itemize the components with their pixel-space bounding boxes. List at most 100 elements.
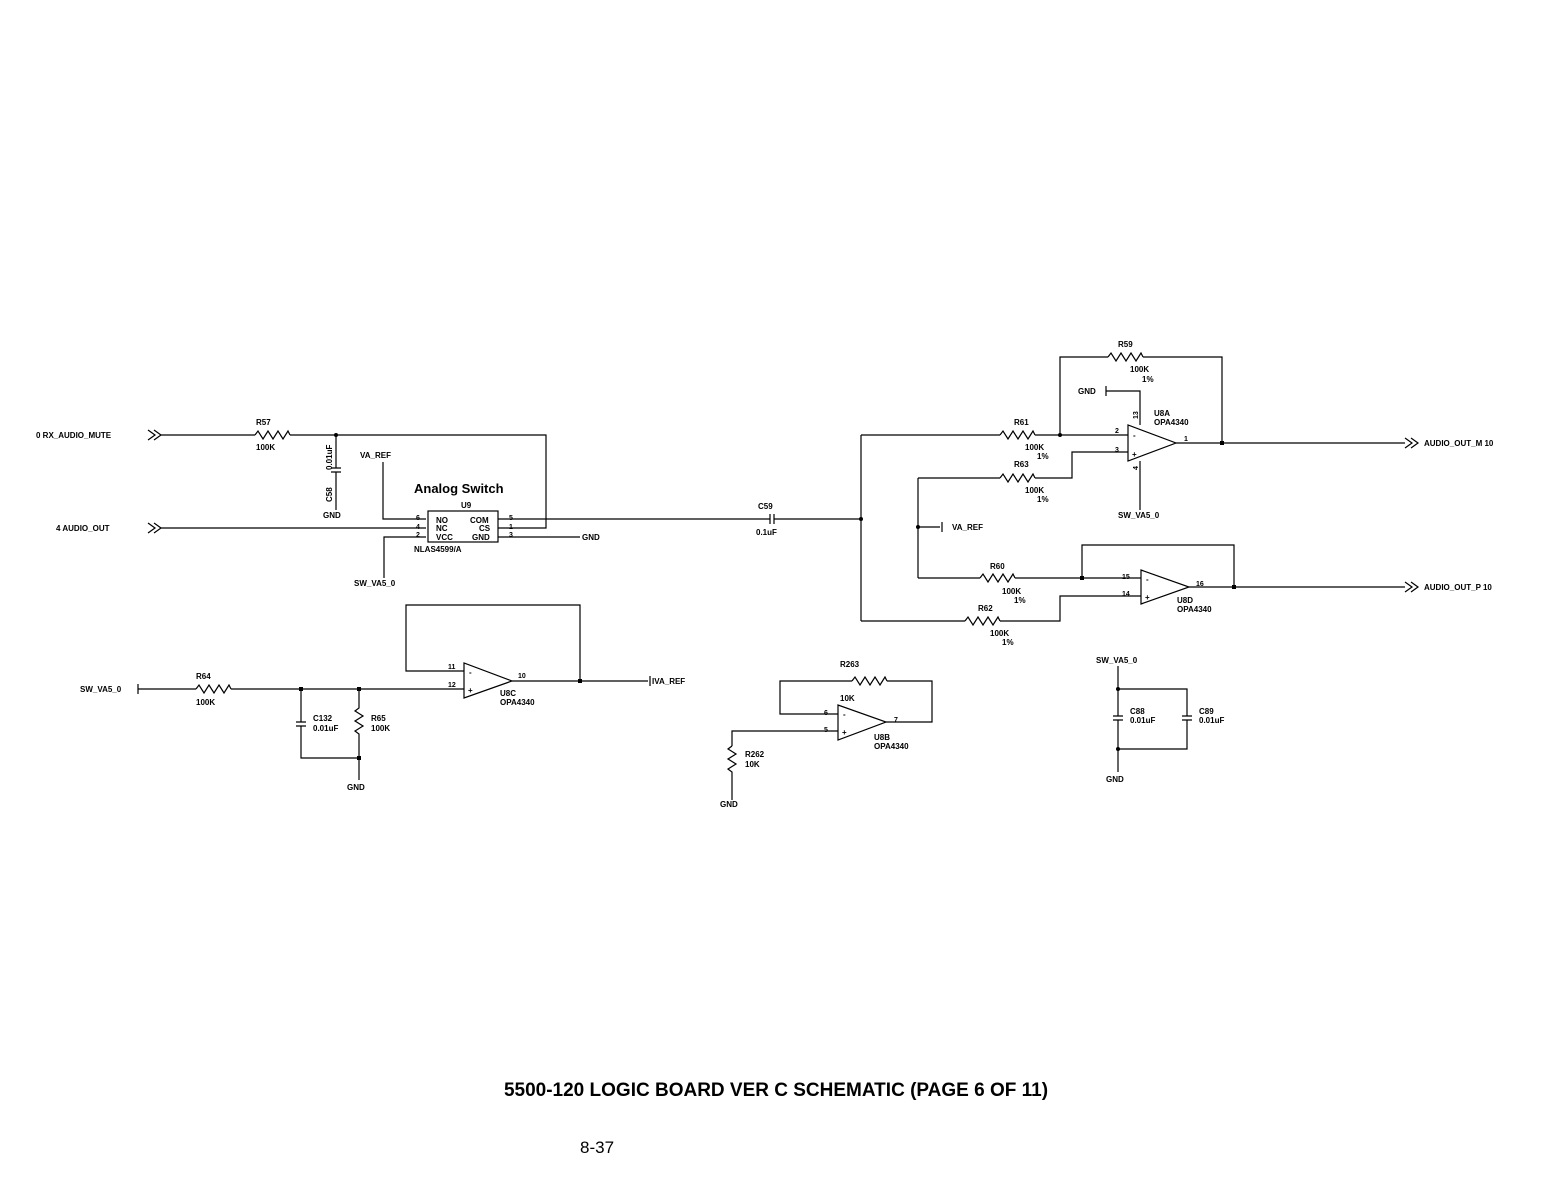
ref-label: R59 [1118,340,1133,349]
resistor-r59: R59 100K 1% [1107,340,1154,384]
value-label: 0.1uF [756,528,777,537]
net-label: SW_VA5_0 [1096,656,1138,665]
capacitor-symbol [296,689,359,759]
value-label: 100K [371,724,390,733]
resistor-symbol [726,745,738,800]
port-rx-audio-mute: 0 RX_AUDIO_MUTE [36,429,163,441]
pin-number: 11 [448,664,456,671]
pin-name: VCC [436,533,453,542]
port-arrow-icon [147,429,163,441]
analog-switch-u9: Analog Switch U9 NO NC VCC COM CS GND 6 … [414,481,600,554]
plus-sign: + [468,686,473,695]
ref-label: U8A [1154,409,1170,418]
pin-number: 3 [1115,447,1119,454]
ref-label: C58 [325,487,334,502]
value-label: 100K [1130,365,1149,374]
ref-label: R63 [1014,460,1029,469]
resistor-symbol [964,615,1001,627]
minus-sign: - [1133,431,1136,440]
wire [1000,595,1141,622]
pin-wires [498,518,580,538]
junction-dot [1220,441,1224,445]
page-title: 5500-120 LOGIC BOARD VER C SCHEMATIC (PA… [503,1080,1049,1101]
value-label: 0.01uF [325,445,334,470]
wire [137,684,196,694]
tolerance-label: 1% [1014,596,1026,605]
net-label: VA_REF [360,451,391,460]
opamp-u8c: - + 11 12 10 U8C OPA4340 [448,662,535,707]
capacitor-symbol [331,435,341,510]
component-heading: Analog Switch [414,481,504,496]
tolerance-label: 1% [1037,495,1049,504]
net-label: SW_VA5_0 [354,579,396,588]
gnd-label: GND [720,800,738,809]
value-label: 100K [1025,486,1044,495]
pin-number: 6 [416,515,420,522]
port-arrow-icon [1404,581,1420,593]
resistor-symbol [851,675,888,687]
wire [779,680,852,715]
capacitor-c88: C88 0.01uF [1130,707,1155,725]
plus-sign: + [1145,593,1150,602]
minus-sign: - [469,668,472,677]
resistor-r61: R61 100K 1% [999,418,1049,461]
ref-label: R57 [256,418,271,427]
plus-sign: + [842,728,847,737]
tolerance-label: 1% [1142,375,1154,384]
pin-number: 7 [894,717,898,724]
resistor-symbol [195,683,232,695]
ref-label: R65 [371,714,386,723]
junction-dot [357,756,361,760]
port-label: 0 RX_AUDIO_MUTE [36,431,112,440]
opamp-u8b: - + 6 5 7 U8B OPA4340 [824,704,909,751]
ref-label: C89 [1199,707,1214,716]
wire [918,522,943,532]
opamp-symbol [1140,569,1191,605]
part-label: NLAS4599/A [414,545,462,554]
port-arrow-icon [147,522,163,534]
gnd-label: GND [347,783,365,792]
ref-label: U9 [461,501,472,510]
resistor-r64: R64 100K [195,672,232,707]
part-label: OPA4340 [500,698,535,707]
opamp-u8d: - + 15 14 16 U8D OPA4340 [1122,569,1212,614]
net-label: IVA_REF [652,677,685,686]
pin-number: 14 [1122,591,1130,598]
pin-number: 1 [1184,436,1188,443]
port-arrow-icon [1404,437,1420,449]
resistor-symbol [999,472,1036,484]
port-audio-out-m: AUDIO_OUT_M 10 [1404,437,1494,449]
resistor-r62: R62 100K 1% [964,604,1014,647]
gnd-label: GND [323,511,341,520]
resistor-r60: R60 100K 1% [979,562,1026,605]
pin-number: 6 [824,710,828,717]
value-label: 100K [256,443,275,452]
pin-number: 4 [1133,466,1140,470]
ref-label: R62 [978,604,993,613]
port-label: 4 AUDIO_OUT [56,524,110,533]
opamp-symbol [837,704,888,741]
resistor-r262: R262 10K [726,745,765,800]
port-label: AUDIO_OUT_M 10 [1424,439,1494,448]
part-label: OPA4340 [1154,418,1189,427]
resistor-symbol [1107,351,1144,363]
ref-label: R60 [990,562,1005,571]
ref-label: C59 [758,502,773,511]
capacitor-c132: C132 0.01uF [296,689,359,759]
pin-name: NC [436,524,448,533]
resistor-symbol [254,429,291,441]
pin-number: 4 [416,524,420,531]
net-label: VA_REF [952,523,983,532]
gnd-label: GND [1106,775,1124,784]
junction-dot [1232,585,1236,589]
ref-label: U8D [1177,596,1193,605]
page-number: 8-37 [580,1138,615,1157]
pin-name: NO [436,516,448,525]
wire [1035,451,1128,479]
ref-label: C132 [313,714,333,723]
wire [1081,544,1235,587]
resistor-symbol [353,689,365,780]
wire [886,680,933,723]
opamp-symbol [1127,424,1178,462]
ref-label: C88 [1130,707,1145,716]
